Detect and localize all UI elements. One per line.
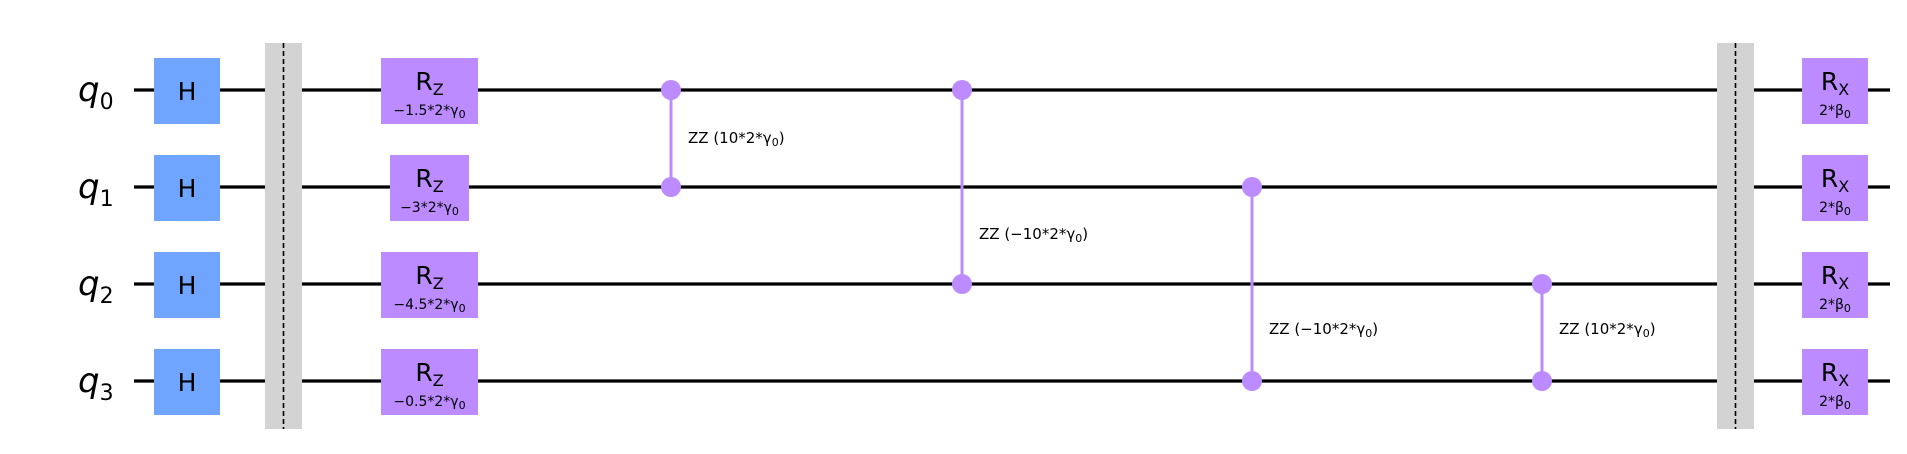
- gate-box: [390, 155, 469, 221]
- rz-gate-q1: RZ −3*2*γ0: [390, 155, 469, 221]
- gate-label: H: [178, 271, 197, 300]
- control-dot: [1242, 177, 1262, 197]
- control-dot: [952, 80, 972, 100]
- rx-gate-q3: RX 2*β0: [1802, 349, 1868, 415]
- gate-box: [1802, 155, 1868, 221]
- rz-gate-q2: RZ −4.5*2*γ0: [381, 252, 478, 318]
- gate-box: [154, 155, 220, 221]
- rz-gates: RZ −1.5*2*γ0 RZ −3*2*γ0 RZ −4.5*2*γ0 RZ …: [381, 58, 478, 415]
- h-gate-q1: H: [154, 155, 220, 221]
- qubit-label-q0: q0: [78, 70, 114, 115]
- gate-param: −0.5*2*γ0: [393, 394, 465, 412]
- gate-label: RX: [1821, 261, 1849, 293]
- gate-box: [154, 58, 220, 124]
- zz-label: ZZ (10*2*γ0): [688, 129, 785, 149]
- rx-gates: RX 2*β0 RX 2*β0 RX 2*β0 RX 2*β0: [1802, 58, 1868, 415]
- gate-label: RZ: [415, 67, 443, 99]
- gate-label: H: [178, 368, 197, 397]
- rx-gate-q2: RX 2*β0: [1802, 252, 1868, 318]
- gate-box: [1802, 58, 1868, 124]
- gate-param: −3*2*γ0: [400, 200, 459, 218]
- gate-box: [154, 252, 220, 318]
- gate-label: RZ: [415, 164, 443, 196]
- barrier-2: [1717, 43, 1754, 429]
- zz-gates: ZZ (10*2*γ0) ZZ (−10*2*γ0) ZZ (−10*2*γ0)…: [661, 80, 1656, 391]
- qubit-label-q2: q2: [78, 264, 114, 309]
- gate-param: 2*β0: [1819, 103, 1851, 121]
- rz-gate-q3: RZ −0.5*2*γ0: [381, 349, 478, 415]
- zz-gate-q2-q3: ZZ (10*2*γ0): [1532, 274, 1656, 391]
- hadamard-gates: H H H H: [154, 58, 220, 415]
- control-dot: [1532, 371, 1552, 391]
- gate-label: RX: [1821, 164, 1849, 196]
- rx-gate-q0: RX 2*β0: [1802, 58, 1868, 124]
- qubit-index: 3: [100, 381, 114, 406]
- zz-label: ZZ (10*2*γ0): [1559, 320, 1656, 340]
- control-dot: [661, 80, 681, 100]
- zz-gate-q0-q2: ZZ (−10*2*γ0): [952, 80, 1088, 294]
- zz-label: ZZ (−10*2*γ0): [1269, 320, 1378, 340]
- zz-gate-q0-q1: ZZ (10*2*γ0): [661, 80, 785, 197]
- qubit-labels: q0 q1 q2 q3: [78, 70, 114, 406]
- gate-label: RZ: [415, 358, 443, 390]
- gate-label: RX: [1821, 358, 1849, 390]
- control-dot: [952, 274, 972, 294]
- gate-box: [154, 349, 220, 415]
- gate-box: [1802, 252, 1868, 318]
- h-gate-q3: H: [154, 349, 220, 415]
- gate-param: 2*β0: [1819, 297, 1851, 315]
- gate-param: 2*β0: [1819, 200, 1851, 218]
- qubit-label-q3: q3: [78, 361, 114, 406]
- control-dot: [1242, 371, 1262, 391]
- rz-gate-q0: RZ −1.5*2*γ0: [381, 58, 478, 124]
- qubit-name: q: [78, 167, 100, 207]
- rx-gate-q1: RX 2*β0: [1802, 155, 1868, 221]
- gate-box: [381, 252, 478, 318]
- control-dot: [661, 177, 681, 197]
- gate-label: RX: [1821, 67, 1849, 99]
- qubit-index: 0: [100, 90, 114, 115]
- qubit-index: 1: [100, 187, 114, 212]
- qubit-name: q: [78, 70, 100, 110]
- gate-param: 2*β0: [1819, 394, 1851, 412]
- zz-label: ZZ (−10*2*γ0): [979, 225, 1088, 245]
- qubit-label-q1: q1: [78, 167, 114, 212]
- barrier-1: [265, 43, 302, 429]
- h-gate-q2: H: [154, 252, 220, 318]
- qubit-name: q: [78, 264, 100, 304]
- zz-gate-q1-q3: ZZ (−10*2*γ0): [1242, 177, 1378, 391]
- h-gate-q0: H: [154, 58, 220, 124]
- gate-box: [381, 58, 478, 124]
- qubit-name: q: [78, 361, 100, 401]
- gate-box: [381, 349, 478, 415]
- control-dot: [1532, 274, 1552, 294]
- gate-label: H: [178, 77, 197, 106]
- gate-label: H: [178, 174, 197, 203]
- gate-param: −4.5*2*γ0: [393, 297, 465, 315]
- qubit-index: 2: [100, 284, 114, 309]
- gate-param: −1.5*2*γ0: [393, 103, 465, 121]
- gate-box: [1802, 349, 1868, 415]
- gate-label: RZ: [415, 261, 443, 293]
